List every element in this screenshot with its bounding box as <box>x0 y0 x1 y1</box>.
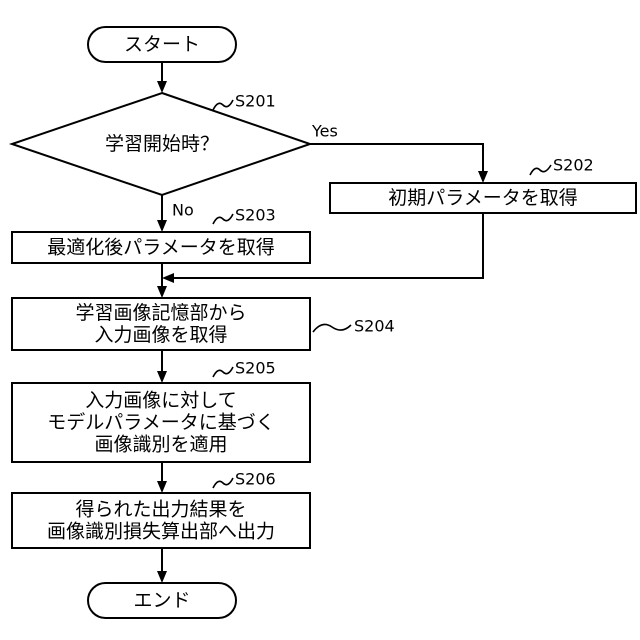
step-leader-line-s202 <box>530 165 551 175</box>
arrow-s203-to-s204 <box>157 263 167 298</box>
start-terminal-label: スタート <box>124 34 200 56</box>
step-leader-line-s205 <box>213 367 233 377</box>
arrowhead <box>157 371 167 383</box>
step-leader-line-s201 <box>213 100 233 110</box>
step-id-s203: S203 <box>235 206 276 225</box>
arrowhead <box>157 286 167 298</box>
arrow-start-to-s201 <box>157 62 167 93</box>
step-leader-line-s203 <box>213 214 233 224</box>
step-leader-line-s204 <box>313 324 351 332</box>
arrowhead <box>157 571 167 583</box>
step-id-s205: S205 <box>235 359 276 378</box>
decision-s201: 学習開始時？ S201 <box>12 92 310 196</box>
arrowhead <box>162 273 174 283</box>
arrowhead <box>157 81 167 93</box>
step-id-s204: S204 <box>354 317 395 336</box>
arrow-yes-to-s202: Yes <box>310 122 488 184</box>
arrowhead <box>157 220 167 232</box>
process-s205-line-2: モデルパラメータに基づく <box>47 412 274 434</box>
decision-s201-label: 学習開始時？ <box>105 133 219 155</box>
connector-line <box>310 144 483 172</box>
process-s206-line-2: 画像識別損失算出部へ出力 <box>47 521 275 543</box>
arrowhead <box>157 481 167 493</box>
branch-no-label: No <box>172 201 194 220</box>
arrow-no-to-s203: No <box>157 195 194 232</box>
step-leader-line-s206 <box>213 478 233 488</box>
end-terminal-label: エンド <box>133 590 190 612</box>
start-terminal: スタート <box>88 27 236 62</box>
branch-yes-label: Yes <box>311 122 338 141</box>
arrow-s204-to-s205 <box>157 350 167 383</box>
process-s204: 学習画像記憶部から 入力画像を取得 S204 <box>12 298 395 350</box>
step-id-s202: S202 <box>553 156 594 175</box>
arrow-s206-to-end <box>157 548 167 583</box>
process-s206-line-1: 得られた出力結果を <box>75 499 246 521</box>
process-s204-line-2: 入力画像を取得 <box>94 324 227 346</box>
process-s205-line-1: 入力画像に対して <box>85 390 236 412</box>
process-s202-label: 初期パラメータを取得 <box>388 187 577 209</box>
process-s204-line-1: 学習画像記憶部から <box>75 302 246 324</box>
arrowhead <box>478 171 488 183</box>
step-id-s206: S206 <box>235 470 276 489</box>
process-s203-label: 最適化後パラメータを取得 <box>47 237 274 259</box>
arrow-s205-to-s206 <box>157 462 167 493</box>
process-s205-line-3: 画像識別を適用 <box>94 434 227 456</box>
end-terminal: エンド <box>88 583 236 618</box>
step-id-s201: S201 <box>235 92 276 111</box>
